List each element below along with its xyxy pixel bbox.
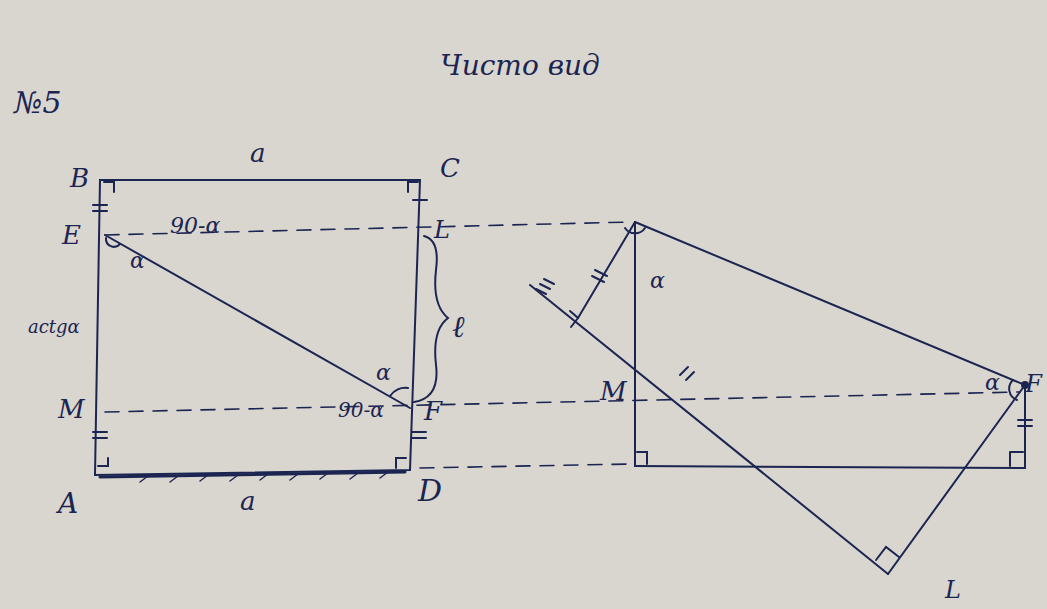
point-label: F xyxy=(1025,372,1042,396)
angle-label: 90-α xyxy=(170,215,220,237)
angle-label: α xyxy=(376,362,391,384)
angle-label: α xyxy=(650,270,665,292)
length-label: a xyxy=(240,488,256,514)
angle-label: α xyxy=(985,372,1000,394)
point-label: E xyxy=(62,222,81,248)
angle-label: 90-α xyxy=(338,400,384,420)
point-label: L xyxy=(434,218,450,242)
square xyxy=(95,180,420,475)
brace xyxy=(414,236,448,402)
length-label: actgα xyxy=(28,318,80,336)
segment-ef xyxy=(105,235,410,408)
angle-label: α xyxy=(130,250,145,272)
length-label: a xyxy=(250,140,266,166)
point-label: C xyxy=(440,155,460,181)
title-note: Чисто вид xyxy=(440,52,600,80)
length-label: ℓ xyxy=(452,312,465,342)
point-label: L xyxy=(945,578,961,602)
point-label: M xyxy=(600,378,627,404)
point-label: M xyxy=(58,396,85,422)
point-label: A xyxy=(58,490,78,518)
point-label: F xyxy=(424,398,442,424)
point-label: B xyxy=(70,165,89,191)
problem-number: №5 xyxy=(14,88,61,118)
point-label: D xyxy=(418,476,442,506)
